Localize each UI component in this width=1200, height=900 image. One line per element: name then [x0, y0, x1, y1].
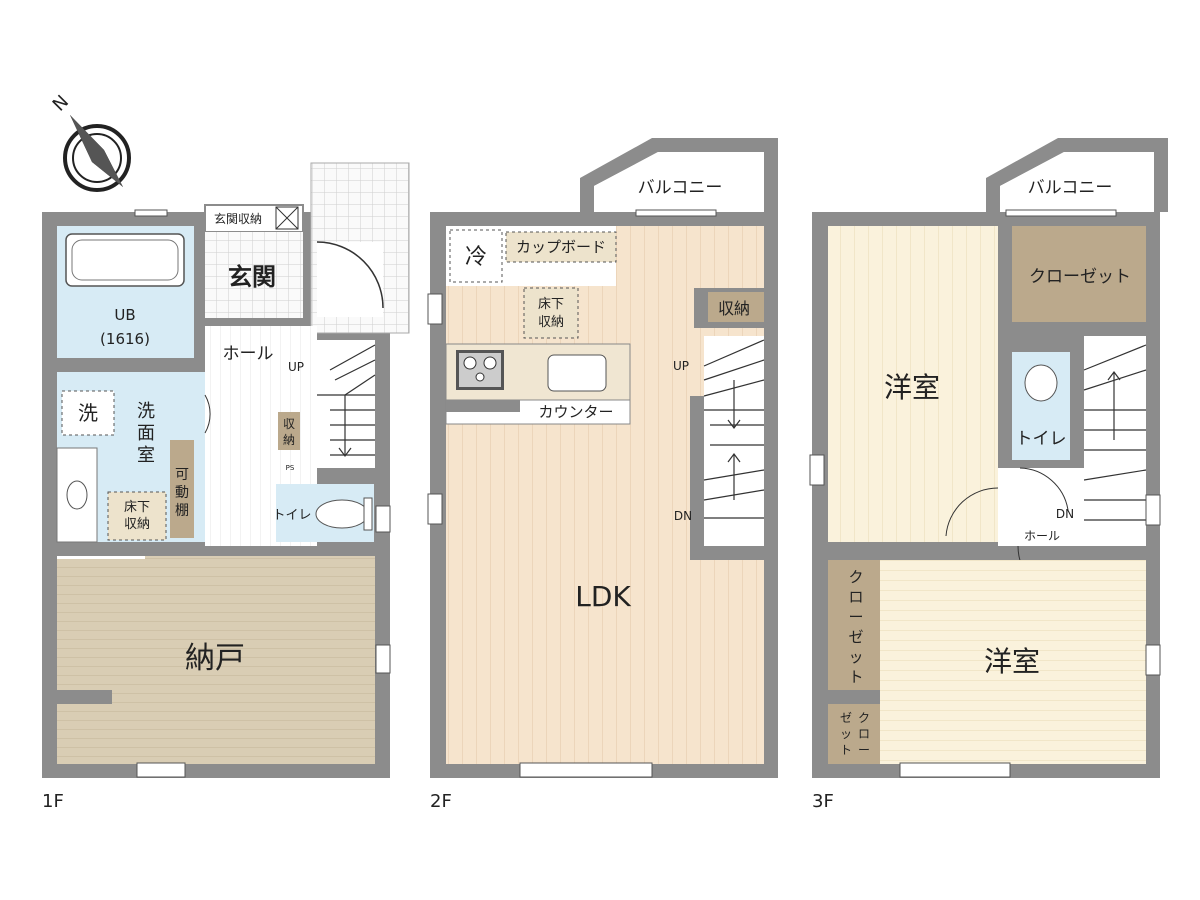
closet-v-4: ゼ	[848, 628, 863, 646]
washroom-label-2: 面	[137, 423, 155, 444]
closet-small-a2: ロ	[858, 727, 870, 741]
storage-label-2f: 収納	[718, 299, 750, 318]
nando-label: 納戸	[185, 641, 245, 676]
hall-label-3f: ホール	[1024, 529, 1060, 543]
movable-shelf	[170, 440, 194, 538]
ub-size-label: (1616)	[100, 330, 150, 348]
floor2-label: 2F	[430, 791, 452, 812]
hall-label: ホール	[223, 344, 274, 364]
storage-1f-2: 納	[283, 433, 295, 447]
fridge-label: 冷	[465, 245, 487, 270]
sink-icon	[66, 480, 88, 510]
western-room-2	[880, 560, 1146, 764]
shelf-label-3: 棚	[175, 503, 189, 519]
shelf-label-2: 動	[175, 485, 189, 501]
compass-north-label: N	[49, 91, 73, 115]
closet-v-1: ク	[848, 568, 863, 586]
underfloor-1f-1: 床下	[124, 500, 150, 515]
closet-v-3: ー	[848, 608, 863, 626]
underfloor-2f-2: 収納	[538, 315, 564, 330]
shelf-label-1: 可	[175, 467, 189, 483]
floor3-label: 3F	[812, 791, 834, 812]
up-label-2f: UP	[673, 359, 689, 373]
closet-small-b2: ッ	[840, 727, 852, 741]
ps-label: PS	[286, 464, 295, 472]
closet-label-top: クローゼット	[1029, 267, 1131, 287]
storage-1f-1: 収	[283, 417, 295, 431]
cupboard-label: カップボード	[516, 238, 606, 256]
closet-v-6: ト	[848, 668, 863, 686]
western-label-2: 洋室	[984, 645, 1040, 678]
stairs-3f	[1084, 336, 1146, 546]
western-room-1	[828, 226, 998, 542]
balcony-2f	[580, 138, 778, 212]
floor1-plan: UB (1616) 玄関収納 玄関 ホール UP	[42, 162, 410, 812]
balcony-3f	[986, 138, 1168, 212]
dn-label-2f: DN	[674, 509, 692, 523]
genkan-area	[205, 232, 303, 318]
toilet-label-3f: トイレ	[1016, 429, 1067, 449]
floor3-plan: バルコニー 洋室 クローゼット トイレ DN ホール	[809, 138, 1168, 812]
closet-small-b3: ト	[840, 743, 852, 757]
dn-label-3f: DN	[1056, 507, 1074, 521]
stairs-2f	[704, 336, 764, 546]
closet-v-5: ッ	[848, 648, 863, 666]
closet-small-a1: ク	[858, 711, 870, 725]
compass: N	[49, 91, 131, 192]
underfloor-1f-2: 収納	[124, 517, 150, 532]
up-label-1f: UP	[288, 360, 304, 374]
closet-small-b1: ゼ	[840, 711, 852, 725]
underfloor-2f-1: 床下	[538, 297, 564, 312]
balcony-label-3f: バルコニー	[1028, 178, 1113, 198]
counter-label: カウンター	[538, 403, 613, 421]
nando-area	[57, 556, 375, 764]
floor1-label: 1F	[42, 791, 64, 812]
toilet-label-1f: トイレ	[272, 508, 311, 523]
floor2-plan: バルコニー 冷 カップボード 床下 収納 カウンター 収納	[427, 138, 778, 812]
closet-3f-left	[828, 560, 880, 690]
washroom-label-1: 洗	[137, 401, 155, 422]
closet-v-2: ロ	[848, 588, 863, 606]
washroom-label-3: 室	[137, 445, 155, 466]
genkan-storage-label: 玄関収納	[214, 211, 262, 226]
ub-label: UB	[114, 306, 135, 324]
ldk-label: LDK	[575, 580, 631, 613]
balcony-label-2f: バルコニー	[638, 178, 723, 198]
closet-3f-top	[1012, 226, 1146, 322]
closet-small-a3: ー	[858, 743, 870, 757]
closet-3f-small	[828, 704, 880, 764]
toilet-icon-3f	[1024, 364, 1058, 402]
toilet-icon	[315, 499, 369, 529]
western-label-1: 洋室	[884, 371, 940, 404]
hall-3f	[998, 468, 1084, 546]
sink-icon-2f	[547, 354, 607, 392]
washer-label: 洗	[78, 401, 98, 425]
stairs-1f	[317, 340, 375, 468]
genkan-label: 玄関	[228, 263, 276, 291]
